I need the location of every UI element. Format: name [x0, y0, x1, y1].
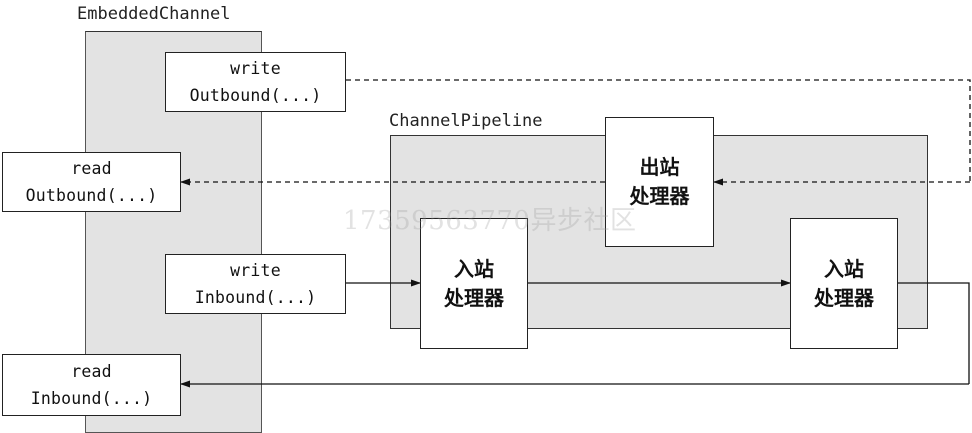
- read-outbound-line1: read: [71, 159, 112, 178]
- read-outbound-box: read Outbound(...): [2, 152, 181, 212]
- write-outbound-box: write Outbound(...): [165, 52, 346, 112]
- inbound-handler-1-line1: 入站: [454, 256, 494, 281]
- channel-pipeline-title: ChannelPipeline: [389, 111, 543, 131]
- write-inbound-box: write Inbound(...): [165, 254, 346, 314]
- read-outbound-line2: Outbound(...): [25, 186, 158, 205]
- write-outbound-line1: write: [230, 59, 281, 78]
- watermark-text: 17359563770异步社区: [343, 206, 637, 236]
- inbound-return-path: [898, 282, 970, 384]
- write-outbound-line2: Outbound(...): [189, 86, 322, 105]
- outbound-handler-box: 出站 处理器: [605, 117, 714, 247]
- inbound-handler-2-box: 入站 处理器: [790, 218, 898, 349]
- inbound-handler-1-line2: 处理器: [444, 285, 504, 310]
- outbound-handler-line2: 处理器: [629, 184, 690, 208]
- read-inbound-line1: read: [71, 362, 112, 381]
- inbound-handler-2-line2: 处理器: [814, 285, 874, 310]
- embedded-channel-title: EmbeddedChannel: [77, 4, 231, 24]
- read-inbound-box: read Inbound(...): [2, 354, 181, 416]
- write-inbound-line1: write: [230, 261, 281, 280]
- write-inbound-line2: Inbound(...): [194, 288, 317, 307]
- outbound-dashed-path: [346, 79, 971, 182]
- inbound-handler-2-line1: 入站: [824, 256, 864, 281]
- read-inbound-line2: Inbound(...): [30, 389, 153, 408]
- outbound-handler-line1: 出站: [639, 155, 680, 179]
- inbound-handler-1-box: 入站 处理器: [420, 218, 528, 349]
